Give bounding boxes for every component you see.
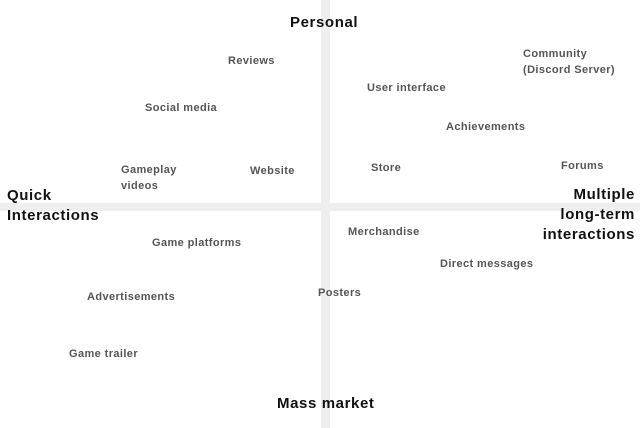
axis-label-left-line-1: Quick [7, 187, 52, 204]
item-user-interface: User interface [367, 82, 446, 94]
item-gameplay-videos: Gameplay videos [121, 162, 177, 194]
item-community-line-2: (Discord Server) [523, 64, 615, 76]
axis-label-right-line-2: long-term [560, 206, 635, 223]
axis-label-right-line-3: interactions [542, 226, 635, 243]
item-community-line-1: Community [523, 48, 588, 60]
item-gameplay-videos-line-1: Gameplay [121, 164, 177, 176]
item-posters: Posters [318, 287, 362, 299]
item-achievements: Achievements [446, 121, 526, 133]
axis-label-left-line-2: Interactions [7, 207, 100, 224]
item-game-platforms: Game platforms [152, 237, 242, 249]
item-community: Community (Discord Server) [523, 46, 615, 78]
axis-label-bottom: Mass market [277, 395, 375, 412]
item-website: Website [250, 165, 295, 177]
item-forums: Forums [561, 160, 604, 172]
axis-label-right: Multiple long-term interactions [543, 185, 635, 245]
axis-label-top: Personal [290, 14, 359, 31]
item-reviews: Reviews [228, 55, 275, 67]
item-advertisements: Advertisements [87, 291, 176, 303]
item-social-media: Social media [145, 102, 218, 114]
horizontal-axis [0, 203, 640, 211]
item-store: Store [371, 162, 402, 174]
item-game-trailer: Game trailer [69, 348, 139, 360]
axis-label-left: Quick Interactions [7, 186, 99, 226]
axis-label-right-line-1: Multiple [573, 186, 635, 203]
item-merchandise: Merchandise [348, 226, 420, 238]
item-gameplay-videos-line-2: videos [121, 180, 159, 192]
item-direct-messages: Direct messages [440, 258, 534, 270]
vertical-axis [321, 0, 330, 428]
